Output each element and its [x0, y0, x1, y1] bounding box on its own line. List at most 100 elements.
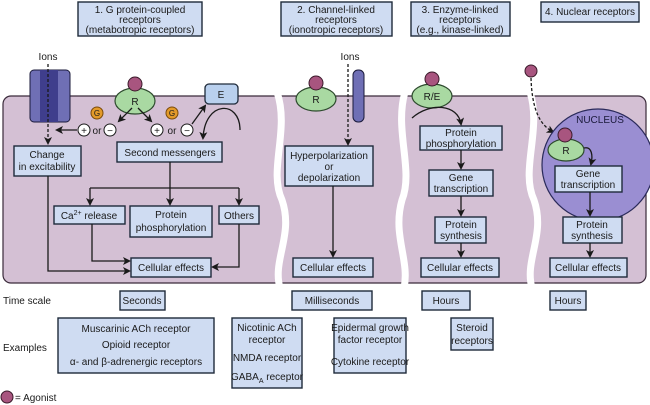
header-line: 4. Nuclear receptors [545, 7, 635, 18]
svg-text:= Agonist: = Agonist [15, 393, 57, 404]
examples-nuclear: Steroid receptors [450, 317, 494, 351]
ca-release-box: Ca2+ release [53, 205, 126, 225]
protein-phosphorylation-box: Protein phosphorylation [419, 125, 503, 151]
panel-divider [273, 90, 290, 289]
svg-text:Cellular effects: Cellular effects [300, 263, 366, 274]
svg-text:+: + [81, 126, 87, 137]
svg-text:Protein: Protein [155, 210, 187, 221]
svg-text:Nicotinic ACh: Nicotinic ACh [237, 323, 296, 334]
svg-text:R: R [312, 95, 319, 106]
ion-channel-icon [29, 69, 71, 123]
header-line: receptors [315, 15, 357, 26]
change-in-excitability-box: Change in excitability [13, 145, 82, 177]
svg-text:GABAA receptor: GABAA receptor [231, 372, 304, 385]
agonist-icon [127, 76, 143, 92]
cellular-effects-box: Cellular effects [420, 257, 500, 278]
ion-channel-icon [352, 69, 365, 123]
svg-text:Epidermal growth: Epidermal growth [331, 323, 409, 334]
svg-text:R: R [131, 97, 138, 108]
svg-text:Protein: Protein [576, 220, 608, 231]
svg-text:Cellular effects: Cellular effects [427, 263, 493, 274]
svg-text:α- and β-adrenergic receptors: α- and β-adrenergic receptors [70, 357, 202, 368]
svg-text:Muscarinic ACh receptor: Muscarinic ACh receptor [82, 324, 192, 335]
svg-text:Opioid receptor: Opioid receptor [102, 340, 171, 351]
svg-text:G: G [169, 109, 175, 118]
header-channel-linked: 2. Channel-linked receptors (ionotropic … [280, 1, 393, 37]
receptor-icon: R [295, 75, 337, 112]
examples-enzyme: Epidermal growth factor receptor Cytokin… [331, 317, 410, 374]
svg-text:Hyperpolarization: Hyperpolarization [290, 151, 368, 162]
ions-label: Ions [39, 52, 58, 63]
svg-text:G: G [94, 109, 100, 118]
svg-text:or: or [93, 126, 103, 137]
panel-divider [525, 90, 542, 289]
time-scale-hours: Hours [421, 290, 471, 311]
svg-text:−: − [107, 126, 113, 137]
header-enzyme-linked: 3. Enzyme-linked receptors (e.g., kinase… [410, 1, 511, 37]
svg-text:Protein: Protein [445, 220, 477, 231]
time-scale-seconds: Seconds [119, 290, 166, 311]
second-messengers-box: Second messengers [116, 141, 223, 163]
examples-channel: Nicotinic ACh receptor NMDA receptor GAB… [231, 317, 304, 389]
svg-text:in excitability: in excitability [19, 162, 76, 173]
protein-synthesis-box: Protein synthesis [434, 216, 487, 244]
header-line: receptors [439, 15, 481, 26]
svg-text:transcription: transcription [434, 184, 488, 195]
nucleus-label: NUCLEUS [576, 115, 624, 126]
header-line: (metabotropic receptors) [86, 25, 195, 36]
receptor-icon: R [547, 127, 585, 162]
svg-text:Cytokine receptor: Cytokine receptor [331, 357, 410, 368]
header-line: (ionotropic receptors) [289, 25, 383, 36]
cellular-effects-box: Cellular effects [549, 257, 628, 278]
examples-g-protein: Muscarinic ACh receptor Opioid receptor … [57, 317, 215, 374]
svg-text:R: R [562, 146, 569, 157]
plus-minus-icons: + or − + or − [77, 123, 194, 137]
svg-text:Cellular effects: Cellular effects [138, 263, 204, 274]
svg-text:receptors: receptors [451, 336, 493, 347]
enzyme-icon: E [204, 83, 239, 105]
receptor-icon: R [114, 76, 156, 115]
header-line: (e.g., kinase-linked) [416, 25, 503, 36]
others-box: Others [218, 205, 260, 225]
svg-text:Hours: Hours [555, 296, 582, 307]
receptor-enzyme-icon: R/E [411, 71, 453, 109]
time-scale-milliseconds: Milliseconds [291, 290, 373, 311]
svg-text:Others: Others [224, 211, 254, 222]
time-scale-hours: Hours [549, 290, 587, 311]
header-line: 2. Channel-linked [297, 5, 375, 16]
svg-text:receptor: receptor [249, 335, 286, 346]
header-line: 3. Enzyme-linked [422, 5, 499, 16]
time-scale-label: Time scale [3, 296, 51, 307]
svg-text:+: + [154, 126, 160, 137]
svg-text:phosphorylation: phosphorylation [136, 223, 207, 234]
svg-text:depolarization: depolarization [298, 173, 360, 184]
svg-text:Seconds: Seconds [123, 296, 162, 307]
svg-text:Change: Change [29, 150, 64, 161]
hyperpolarization-box: Hyperpolarization or depolarization [284, 145, 374, 187]
panel-divider [395, 91, 410, 289]
svg-text:Cellular effects: Cellular effects [555, 263, 621, 274]
svg-text:factor receptor: factor receptor [338, 335, 403, 346]
header-nuclear: 4. Nuclear receptors [540, 1, 640, 23]
svg-text:or: or [325, 162, 335, 173]
agonist-icon [0, 390, 14, 404]
svg-text:transcription: transcription [561, 180, 615, 191]
svg-text:Hours: Hours [433, 296, 460, 307]
gene-transcription-box: Gene transcription [428, 169, 494, 197]
agonist-icon [424, 71, 440, 87]
svg-text:R/E: R/E [424, 92, 441, 103]
svg-text:Milliseconds: Milliseconds [305, 296, 359, 307]
svg-text:Ca2+ release: Ca2+ release [61, 210, 118, 222]
cellular-effects-box: Cellular effects [292, 257, 374, 278]
agonist-legend: = Agonist [0, 390, 57, 404]
svg-text:Protein: Protein [445, 128, 477, 139]
gene-transcription-box: Gene transcription [554, 165, 623, 193]
svg-text:NMDA receptor: NMDA receptor [233, 353, 302, 364]
agonist-icon [308, 75, 324, 91]
header-g-protein-coupled: 1. G protein-coupled receptors (metabotr… [77, 1, 203, 37]
agonist-icon [557, 127, 573, 143]
cellular-effects-box: Cellular effects [130, 257, 212, 278]
svg-text:phosphorylation: phosphorylation [426, 139, 497, 150]
svg-text:synthesis: synthesis [440, 231, 482, 242]
